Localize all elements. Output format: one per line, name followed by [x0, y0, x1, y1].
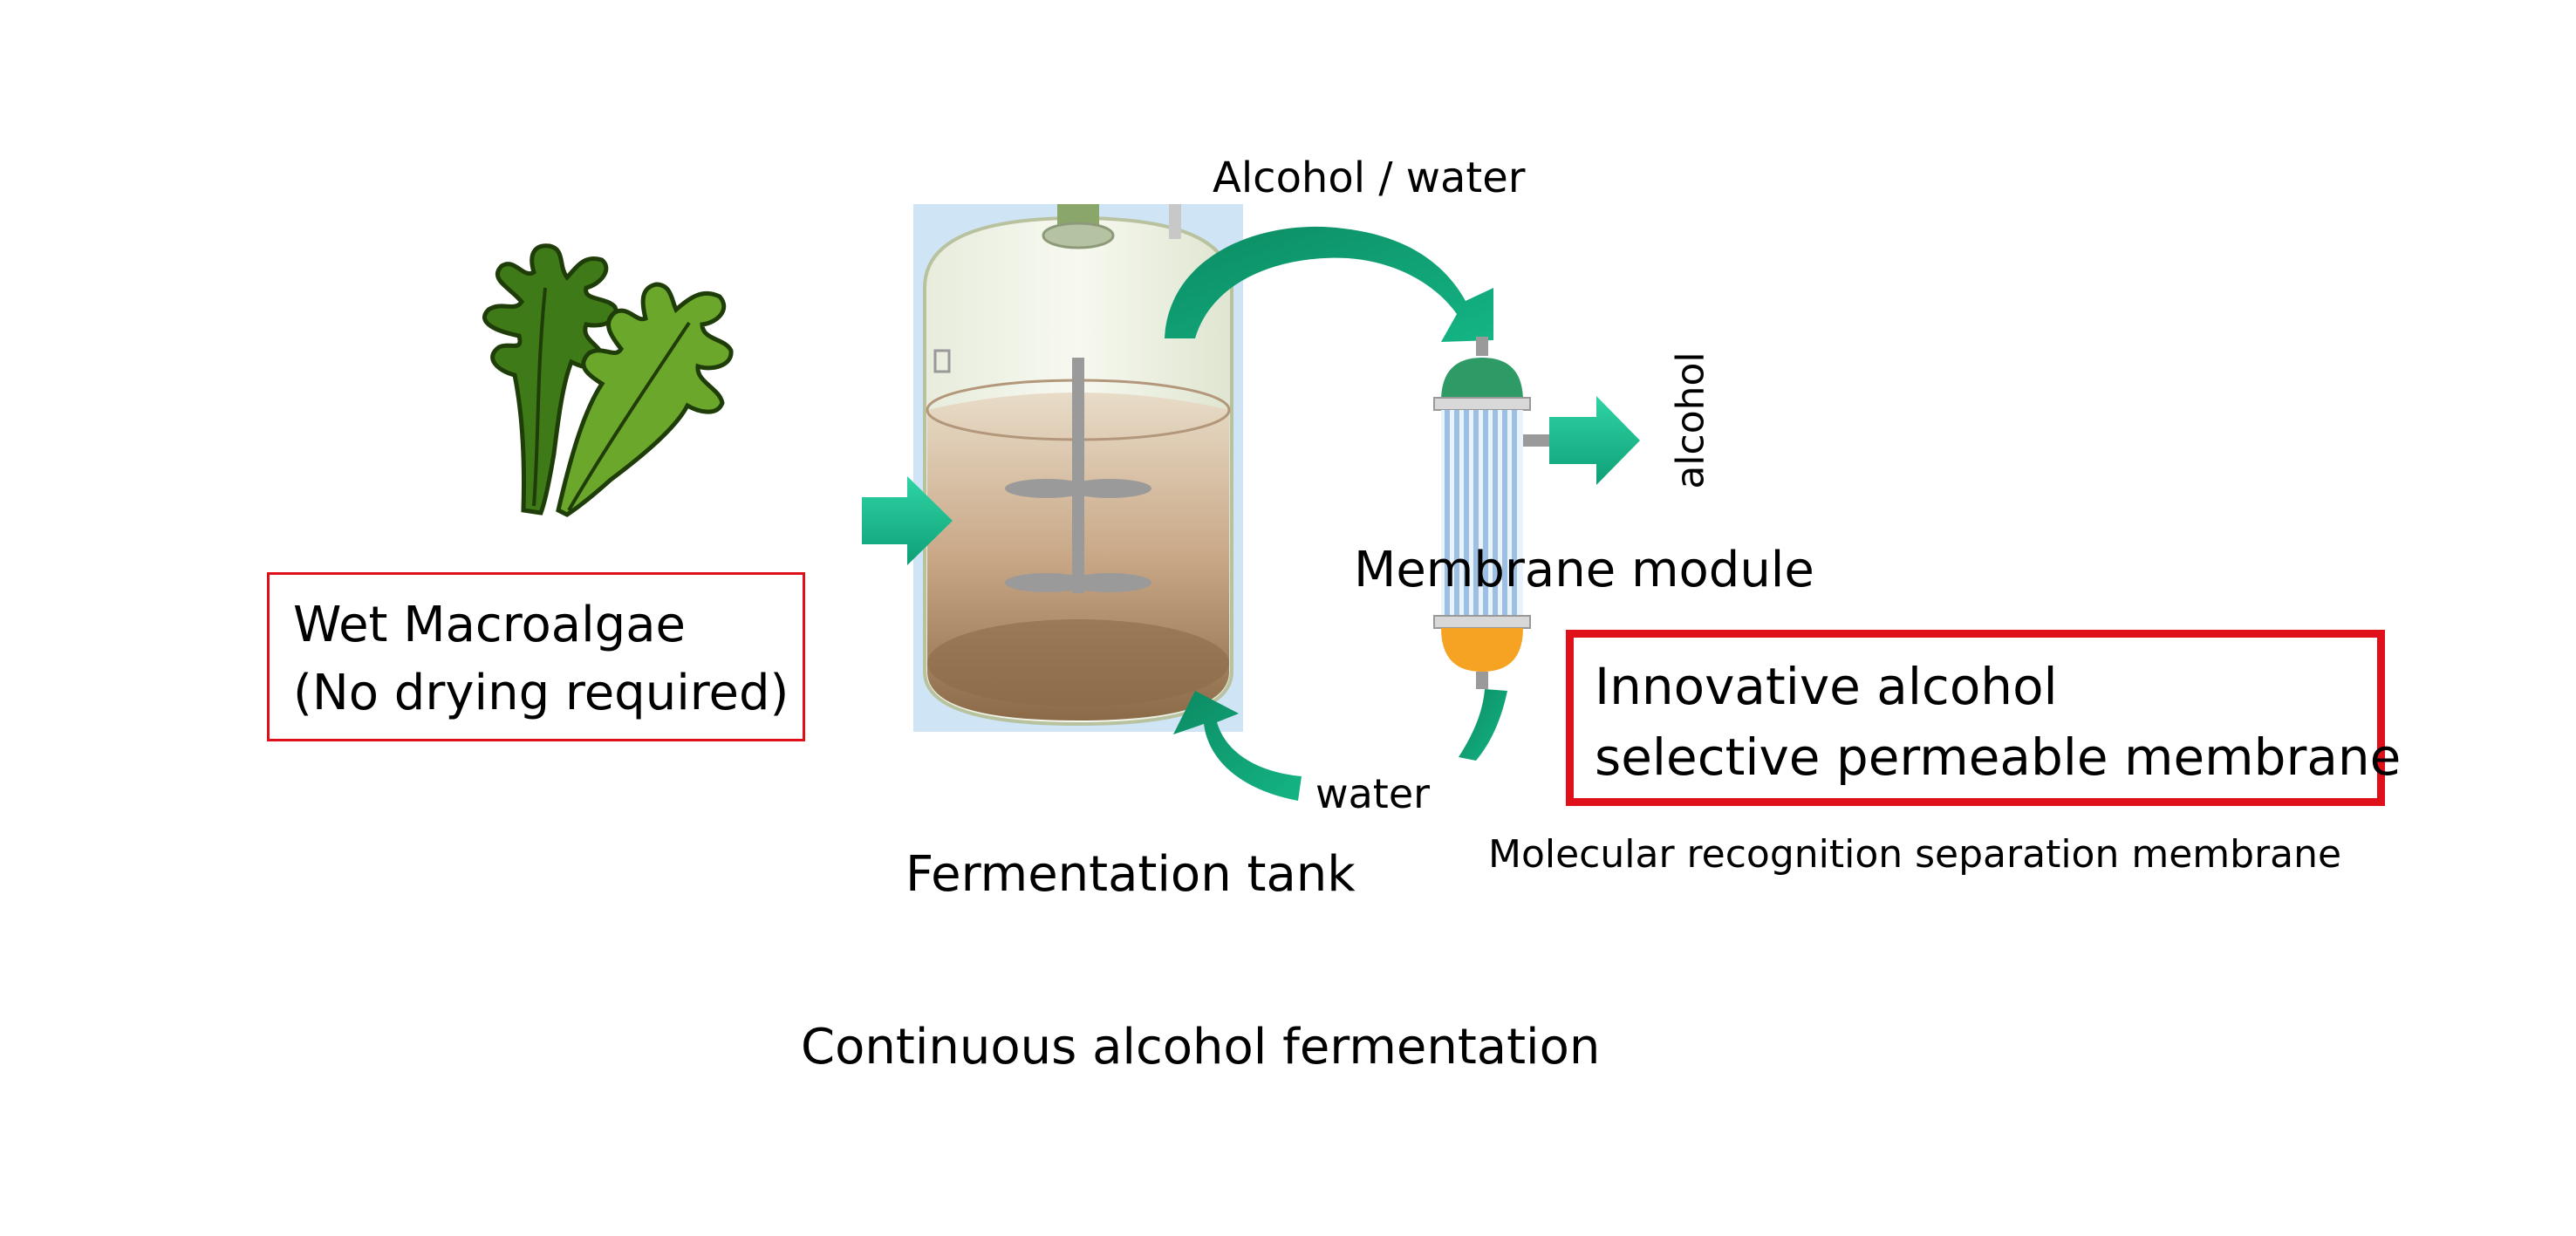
molecular-recognition-label: Molecular recognition separation membran… [1488, 832, 2342, 877]
continuous-fermentation-label: Continuous alcohol fermentation [801, 1019, 1601, 1076]
macroalgae-line1: Wet Macroalgae [293, 597, 686, 653]
membrane-module-icon [1433, 337, 1549, 689]
alcohol-water-flow-arrow [1165, 226, 1493, 342]
membrane-module-label: Membrane module [1354, 542, 1814, 598]
water-return-arrow [1173, 691, 1302, 801]
macroalgae-box-text: Wet Macroalgae (No drying required) [293, 591, 789, 728]
fermentation-tank-label: Fermentation tank [905, 846, 1356, 903]
fermentation-tank-icon [913, 204, 1243, 732]
macroalgae-box [267, 572, 805, 741]
module-outlet-arrow [1459, 689, 1507, 761]
alcohol-label: alcohol [1668, 352, 1713, 489]
seaweed-icon [482, 243, 734, 517]
alcohol-output-arrow [1549, 396, 1640, 485]
membrane-line1: Innovative alcohol [1595, 657, 2058, 716]
water-label: water [1315, 770, 1431, 817]
membrane-line2: selective permeable membrane [1595, 727, 2402, 788]
alcohol-water-label: Alcohol / water [1213, 154, 1526, 202]
membrane-box [1566, 630, 2385, 806]
macroalgae-line2: (No drying required) [293, 665, 789, 722]
membrane-box-text: Innovative alcohol selective permeable m… [1595, 652, 2401, 793]
input-arrow [862, 476, 953, 565]
